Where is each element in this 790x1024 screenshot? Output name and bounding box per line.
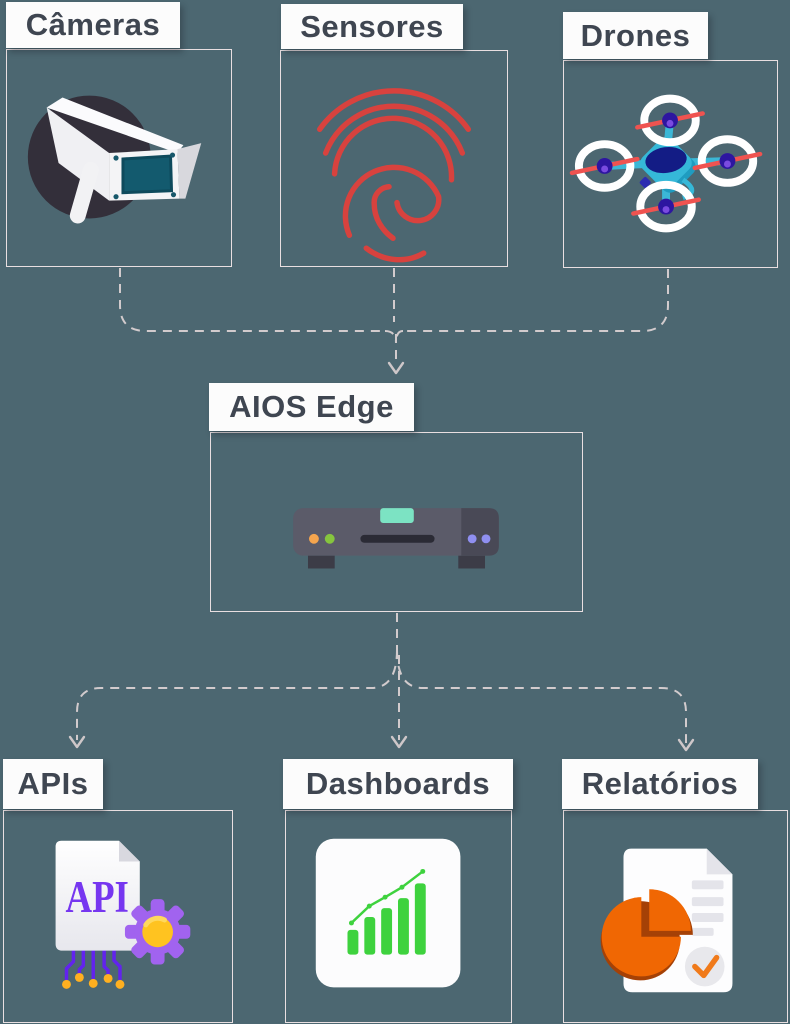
led-purple (481, 534, 491, 544)
edge-device-icon (293, 508, 499, 569)
drones-label: Drones (563, 12, 708, 59)
chart-bars (347, 883, 426, 955)
aios-edge-node (210, 432, 583, 612)
check-icon (692, 954, 720, 979)
cctv-camera-icon (27, 95, 202, 224)
drones-node (563, 60, 778, 268)
apis-node: API (3, 810, 233, 1023)
drone-core (645, 146, 687, 174)
chart-trend-dots (348, 868, 426, 926)
rotor-rings (574, 94, 758, 233)
arrowhead-down-icon (387, 361, 405, 375)
led-green (324, 533, 335, 544)
check-badge (684, 946, 725, 987)
api-document (55, 840, 140, 951)
report-pie-icon (600, 848, 733, 993)
edge-aios-to-relatorios (396, 649, 687, 743)
fingerprint-icon (316, 88, 472, 263)
edge-merge-left-curve (384, 330, 397, 344)
report-text-lines (691, 880, 724, 936)
arrowhead-down-icon (677, 738, 695, 752)
rotor-hubs (596, 112, 736, 215)
device-chassis (293, 508, 499, 556)
growth-chart-icon (315, 838, 461, 988)
fold-corner (118, 840, 140, 862)
device-mint-tab (380, 508, 414, 523)
edge-drones-to-aios (403, 269, 669, 332)
sensores-node (280, 50, 508, 267)
apis-label: APIs (3, 759, 103, 809)
arrowhead-down-icon (68, 735, 86, 749)
relatorios-node (563, 810, 788, 1023)
api-icon-text: API (65, 871, 128, 922)
device-vent-slot (360, 534, 435, 543)
camera-mount-post (69, 161, 99, 224)
api-document-icon: API (55, 840, 191, 989)
edge-merge-right-curve (395, 330, 404, 344)
led-orange (308, 533, 319, 544)
aios-edge-label: AIOS Edge (209, 383, 414, 431)
dashboards-node (285, 810, 512, 1023)
led-purple (467, 534, 477, 544)
circuit-dots (62, 972, 125, 989)
drone-icon (569, 94, 763, 233)
pie-wedge (649, 889, 691, 931)
dashboards-label: Dashboards (283, 759, 513, 809)
circuit-traces (64, 948, 122, 982)
edge-cameras-to-aios (119, 268, 385, 332)
cameras-label: Câmeras (6, 2, 180, 48)
arrowhead-down-icon (390, 735, 408, 749)
sensores-label: Sensores (281, 4, 463, 49)
camera-lens-screen (121, 154, 174, 195)
edge-aios-to-apis (76, 649, 398, 740)
cameras-node (6, 49, 232, 267)
relatorios-label: Relatórios (562, 759, 758, 809)
gear-icon (124, 899, 191, 965)
fold-corner (706, 848, 733, 875)
